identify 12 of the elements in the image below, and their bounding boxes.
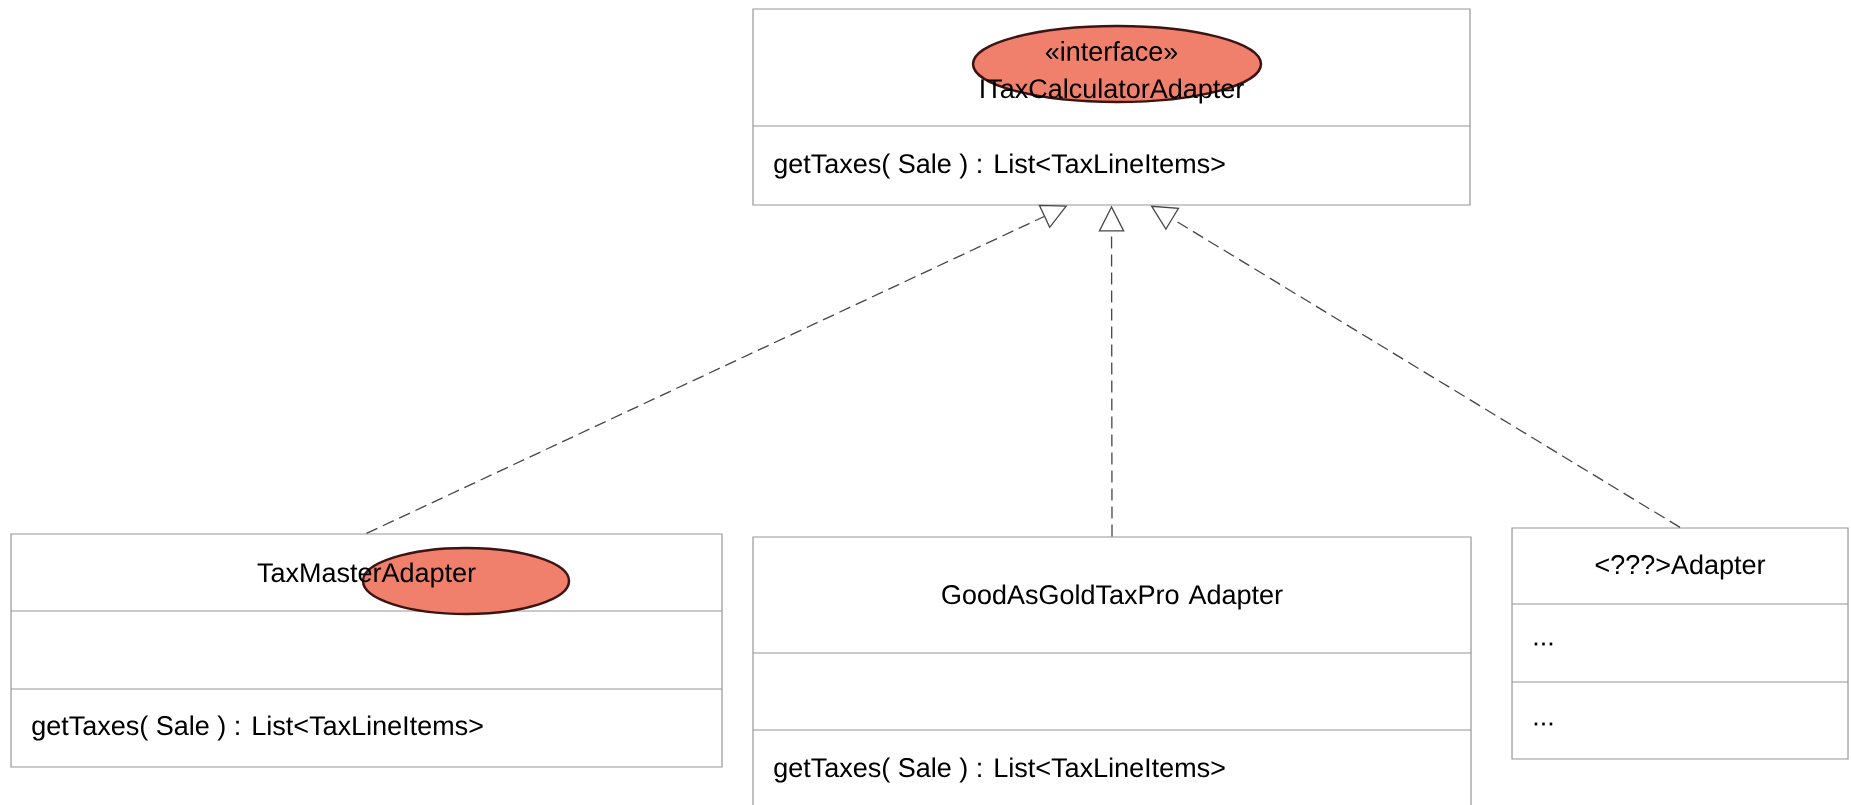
member-text: ... [1534, 642, 1553, 646]
class-name: <???>Adapter [1595, 554, 1766, 580]
member-text: getTaxes( Sale ) : List<TaxLineItems> [32, 715, 483, 741]
member-text: getTaxes( Sale ) : List<TaxLineItems> [774, 757, 1225, 783]
member-text: ... [1534, 722, 1553, 726]
stereotype-label: «interface» [1045, 41, 1178, 61]
member-text: getTaxes( Sale ) : List<TaxLineItems> [774, 153, 1225, 179]
class-name: GoodAsGoldTaxPro Adapter [942, 584, 1283, 610]
class-box [752, 8, 1471, 206]
class-box [10, 533, 723, 768]
class-box [1511, 527, 1849, 760]
class-box [752, 536, 1472, 805]
